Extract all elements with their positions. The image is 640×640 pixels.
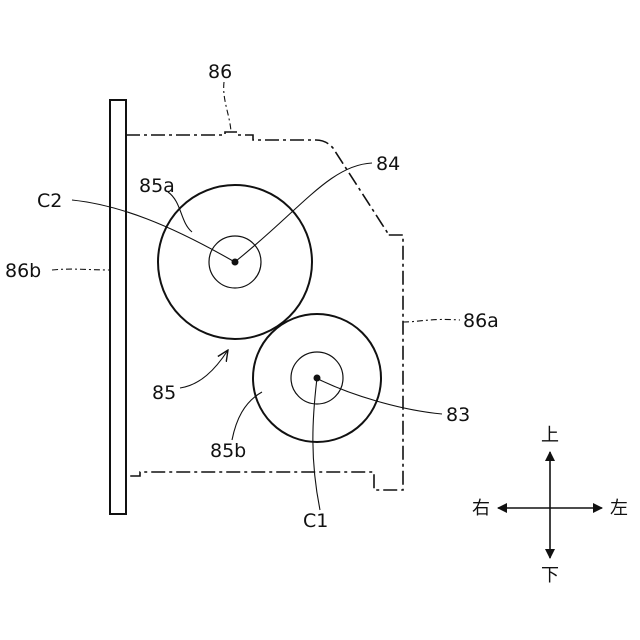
label-83: 83 (446, 404, 470, 426)
leader-86b (52, 269, 110, 270)
direction-left-label: 右 (472, 498, 490, 519)
label-c1: C1 (303, 510, 328, 532)
direction-compass (498, 452, 602, 558)
label-c2: C2 (37, 190, 62, 212)
housing-wall-86b (110, 100, 126, 514)
leader-c1 (313, 378, 320, 510)
label-84: 84 (376, 153, 400, 175)
direction-up-label: 上 (541, 425, 559, 446)
label-85: 85 (152, 382, 176, 404)
label-86b: 86b (5, 260, 41, 282)
leader-86 (224, 82, 231, 132)
label-86a: 86a (463, 310, 499, 332)
direction-right-label: 左 (610, 498, 628, 519)
label-86: 86 (208, 61, 232, 83)
leader-85 (180, 350, 228, 388)
direction-down-label: 下 (541, 565, 559, 586)
leader-85a (168, 192, 192, 232)
leader-86a (403, 319, 460, 322)
label-85b: 85b (210, 440, 246, 462)
label-85a: 85a (139, 175, 175, 197)
leader-c2 (72, 200, 233, 261)
